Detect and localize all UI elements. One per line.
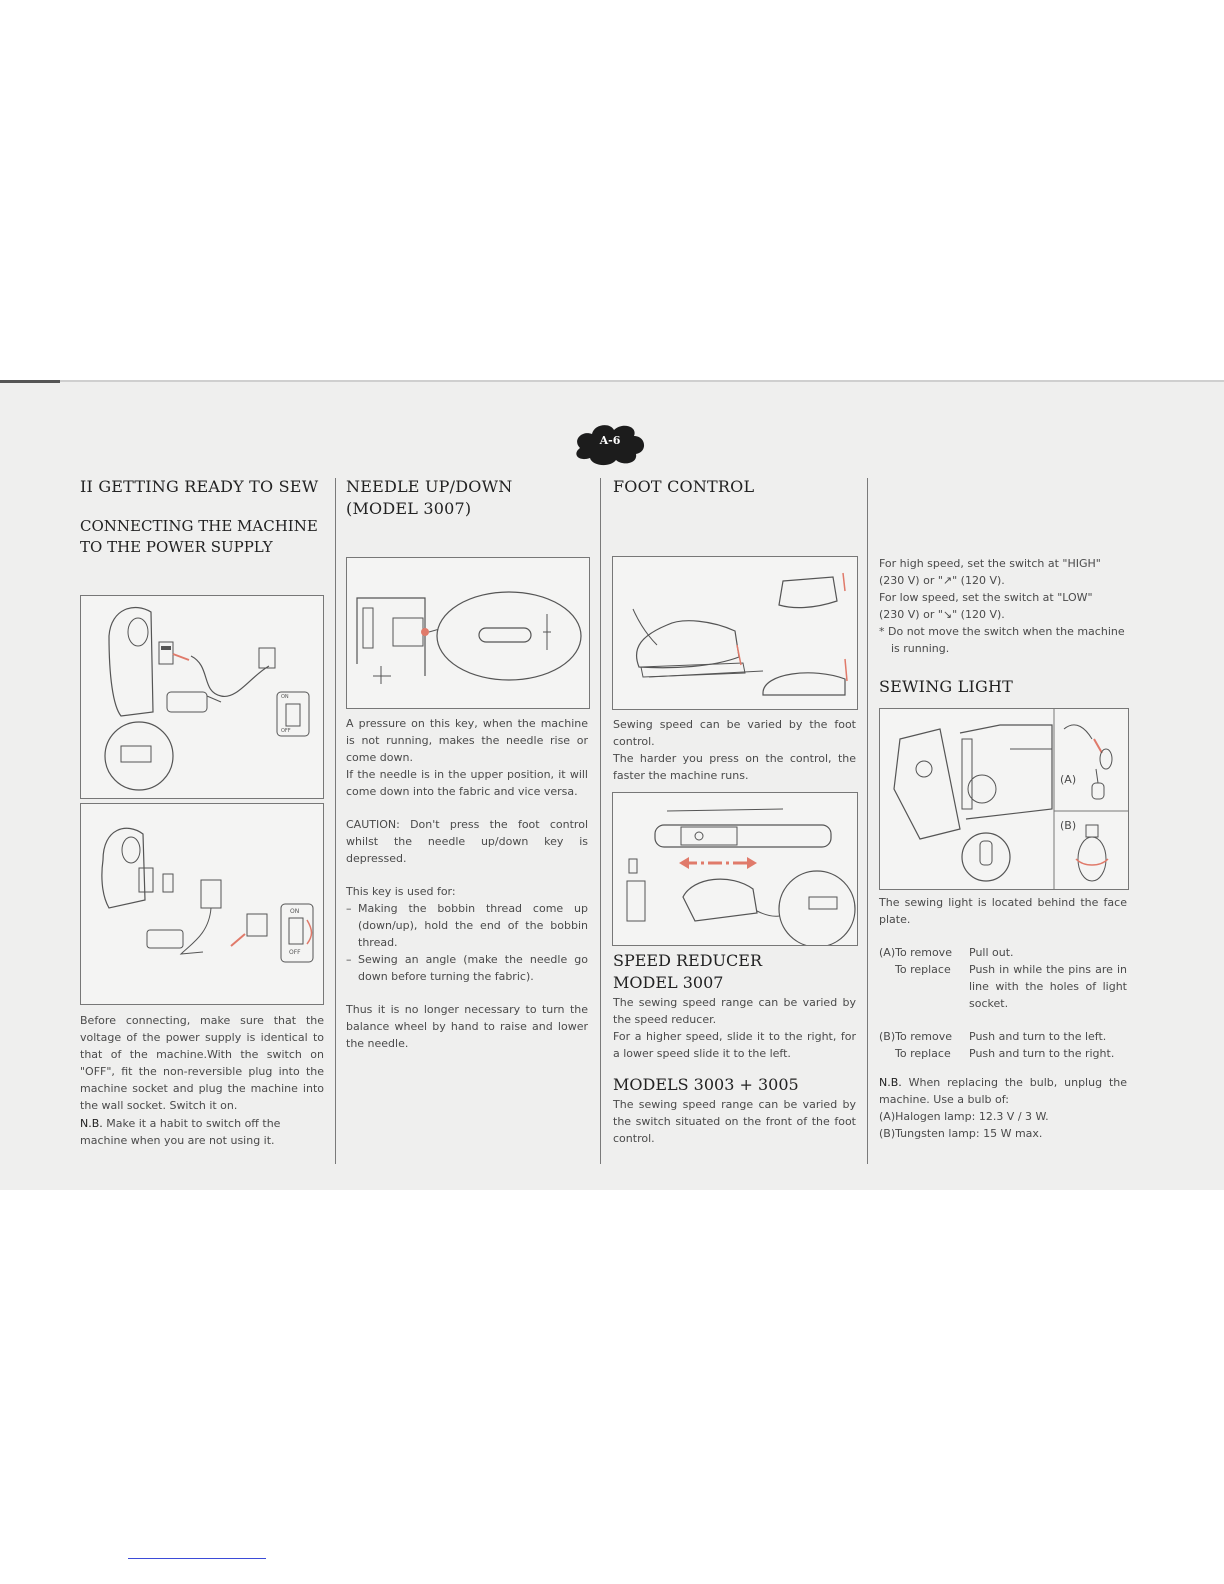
nb-text: Make it a habit to switch off the machin… — [80, 1117, 281, 1147]
speed-reducer-p1: The sewing speed range can be varied by … — [613, 996, 856, 1026]
column-foot-control: FOOT CONTROL — [613, 476, 857, 498]
needle-key-p5: Thus it is no longer necessary to turn t… — [346, 1003, 588, 1050]
section-title: NEEDLE UP/DOWN — [346, 477, 513, 496]
page-edge-shadow — [0, 380, 60, 383]
low-speed-line: For low speed, set the switch at "LOW" — [879, 591, 1093, 604]
halogen-lamp-spec: (A)Halogen lamp: 12.3 V / 3 W. — [879, 1110, 1049, 1123]
speed-switch-text: For high speed, set the switch at "HIGH"… — [879, 555, 1127, 657]
tungsten-lamp-spec: (B)Tungsten lamp: 15 W max. — [879, 1127, 1043, 1140]
subsection-title: TO THE POWER SUPPLY — [80, 538, 273, 556]
column-needle-up-down: NEEDLE UP/DOWN (MODEL 3007) — [346, 476, 590, 520]
foot-control-p2: The harder you press on the control, the… — [613, 752, 856, 782]
nb-note: N.B. Make it a habit to switch off the m… — [80, 1115, 324, 1149]
switch-on-label: ON — [281, 694, 289, 700]
running-note: * Do not move the switch when the machin… — [879, 625, 1125, 655]
figure-speed-reducer — [612, 792, 858, 946]
high-speed-line: (230 V) or "↗" (120 V). — [879, 574, 1005, 587]
foot-control-p1: Sewing speed can be varied by the foot c… — [613, 718, 856, 748]
column-divider — [867, 478, 868, 1164]
section-title: SEWING LIGHT — [879, 677, 1014, 696]
nb-label: N.B. — [879, 1076, 902, 1089]
sewing-light-location: The sewing light is located behind the f… — [879, 896, 1127, 926]
subsection-title: SPEED REDUCER — [613, 951, 763, 970]
nb-text: When replacing the bulb, unplug the mach… — [879, 1076, 1127, 1106]
switch-off-label: OFF — [289, 949, 301, 956]
uses-intro: This key is used for: — [346, 885, 456, 898]
list-item: –Making the bobbin thread come up (down/… — [346, 902, 588, 949]
needle-key-p1: A pressure on this key, when the machine… — [346, 717, 588, 764]
nb-note: N.B. When replacing the bulb, unplug the… — [879, 1074, 1127, 1108]
section-title: FOOT CONTROL — [613, 477, 755, 496]
figure-label-b: (B) — [1060, 819, 1077, 832]
subsection-title: MODELS 3003 + 3005 — [613, 1075, 799, 1094]
nb-label: N.B. — [80, 1117, 103, 1130]
figure-foot-pedal — [612, 556, 858, 710]
speed-reducer-section: SPEED REDUCER MODEL 3007 The sewing spee… — [613, 950, 856, 1147]
column-divider — [335, 478, 336, 1164]
figure-sewing-light: (A) (B) — [879, 708, 1129, 890]
speed-reducer-p2: For a higher speed, slide it to the righ… — [613, 1030, 856, 1060]
section-subtitle: (MODEL 3007) — [346, 499, 472, 518]
sewing-light-text: The sewing light is located behind the f… — [879, 894, 1127, 1142]
figure-switch-on: ON OFF — [80, 803, 324, 1005]
page-number: A-6 — [599, 434, 621, 447]
column-divider — [600, 478, 601, 1164]
low-speed-line: (230 V) or "↘" (120 V). — [879, 608, 1005, 621]
switch-on-label: ON — [290, 908, 300, 915]
needle-key-p2: If the needle is in the upper position, … — [346, 768, 588, 798]
subsection-title: CONNECTING THE MACHINE — [80, 517, 318, 535]
figure-label-a: (A) — [1060, 773, 1077, 786]
subsection-title: MODEL 3007 — [613, 973, 724, 992]
list-item: –Sewing an angle (make the needle go dow… — [346, 953, 588, 983]
models-text: The sewing speed range can be varied by … — [613, 1098, 856, 1145]
column-getting-ready: II GETTING READY TO SEW CONNECTING THE M… — [80, 476, 326, 558]
switch-off-label: OFF — [281, 728, 291, 734]
caution-text: CAUTION: Don't press the foot control wh… — [346, 818, 588, 865]
footer-underline — [128, 1558, 266, 1559]
page-number-badge — [576, 425, 645, 466]
connection-instructions: Before connecting, make sure that the vo… — [80, 1014, 324, 1112]
section-title: II GETTING READY TO SEW — [80, 477, 319, 496]
figure-needle-key — [346, 557, 590, 709]
high-speed-line: For high speed, set the switch at "HIGH" — [879, 557, 1101, 570]
figure-power-cord-connection: ON OFF — [80, 595, 324, 799]
needle-key-text: A pressure on this key, when the machine… — [346, 715, 588, 1052]
foot-control-text: Sewing speed can be varied by the foot c… — [613, 716, 856, 784]
sewing-light-heading: SEWING LIGHT — [879, 676, 1127, 698]
